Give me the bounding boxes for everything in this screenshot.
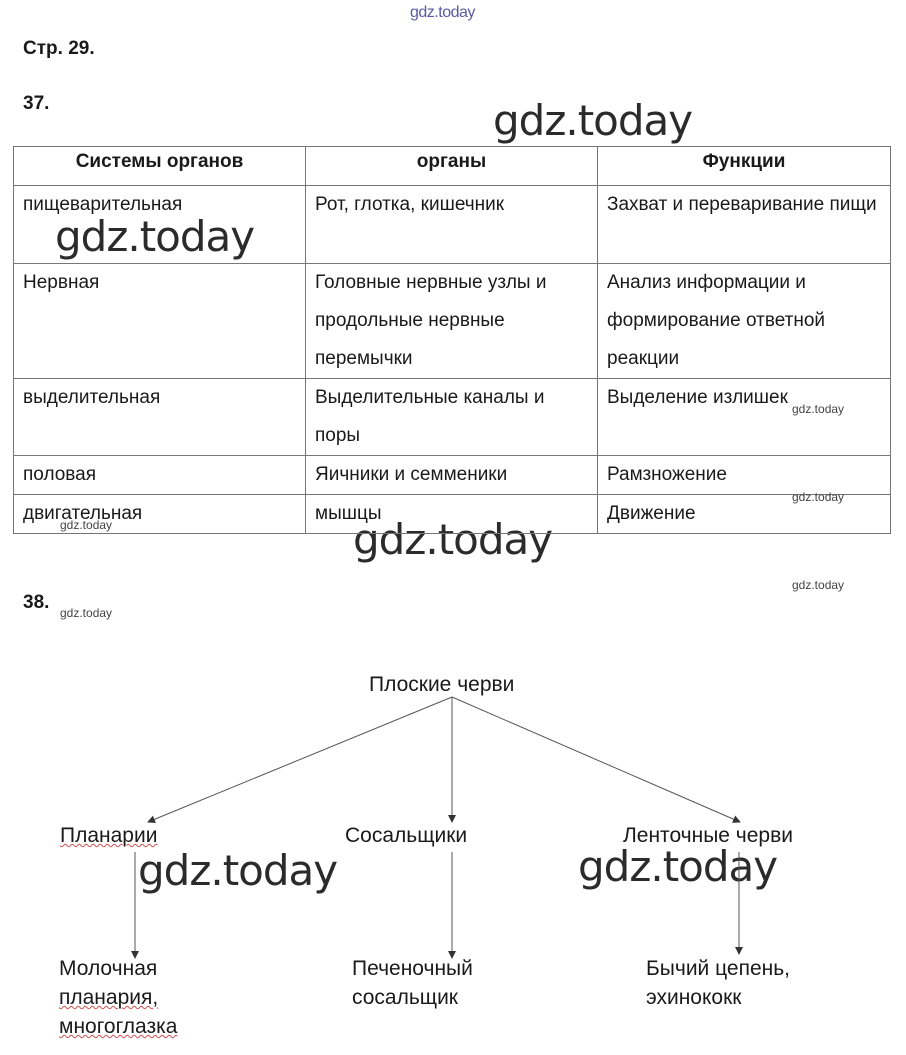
table-cell: двигательная (13, 494, 306, 534)
task-38-number: 38. (23, 592, 50, 613)
example-line-text: многоглазка (59, 1015, 178, 1038)
watermark-large: gdz.today (138, 846, 338, 895)
example-line: Бычий цепень, (646, 957, 791, 980)
tree-class-cestodes: Ленточные черви (623, 824, 793, 847)
table-cell: Рамзножение (597, 455, 891, 495)
table-cell: Яичники и семменики (305, 455, 598, 495)
watermark-small: gdz.today (792, 402, 845, 416)
tree-example-planarii: Молочная планария, многоглазка (59, 954, 177, 1041)
tree-example-cestodes: Бычий цепень, эхинококк (646, 954, 790, 1012)
task-37-number: 37. (23, 93, 50, 114)
table-cell: мышцы (305, 494, 598, 534)
watermark-small: gdz.today (792, 490, 845, 504)
table-cell: Движение (597, 494, 891, 534)
example-line-text: планария, (59, 986, 159, 1009)
page-label: Стр. 29. (23, 38, 95, 59)
table-row: двигательная мышцы Движение (13, 494, 891, 534)
table-cell: половая (13, 455, 306, 495)
example-line: планария, (59, 983, 177, 1012)
table-row: выделительная Выделительные каналы и пор… (13, 378, 891, 456)
table-header-row: Системы органов органы Функции (13, 146, 891, 186)
tree-class-trematodes: Сосальщики (345, 824, 468, 847)
arrow-root-to-planarii (147, 696, 453, 824)
table-cell: Захват и переваривание пищи (597, 185, 891, 264)
tree-example-trematodes: Печеночный сосальщик (352, 954, 473, 1012)
table-cell: Нервная (13, 263, 306, 379)
watermark-small: gdz.today (60, 606, 113, 620)
table-cell: Головные нервные узлы и продольные нервн… (305, 263, 598, 379)
example-line: многоглазка (59, 1012, 177, 1041)
organ-systems-table: Системы органов органы Функции пищеварит… (13, 146, 891, 534)
table-row: половая Яичники и семменики Рамзножение (13, 455, 891, 495)
tree-class-planarii: Планарии (60, 824, 157, 848)
watermark-large: gdz.today (578, 842, 778, 891)
example-line: эхинококк (646, 986, 742, 1009)
watermark-small: gdz.today (60, 518, 113, 532)
watermark-top: gdz.today (410, 4, 475, 21)
class-label: Планарии (60, 824, 158, 847)
header-systems: Системы органов (13, 146, 306, 186)
watermark-small: gdz.today (792, 578, 845, 592)
example-line: Печеночный (352, 957, 473, 980)
watermark-large: gdz.today (493, 96, 693, 145)
arrow-root-to-cestodes (451, 696, 741, 823)
table-cell: выделительная (13, 378, 306, 456)
header-organs: органы (305, 146, 598, 186)
table-cell: Выделение излишек (597, 378, 891, 456)
tree-root: Плоские черви (369, 673, 515, 696)
table-cell: Анализ информации и формирование ответно… (597, 263, 891, 379)
example-line: Молочная (59, 957, 158, 980)
example-line: сосальщик (352, 986, 458, 1009)
header-functions: Функции (597, 146, 891, 186)
table-row: Нервная Головные нервные узлы и продольн… (13, 263, 891, 379)
